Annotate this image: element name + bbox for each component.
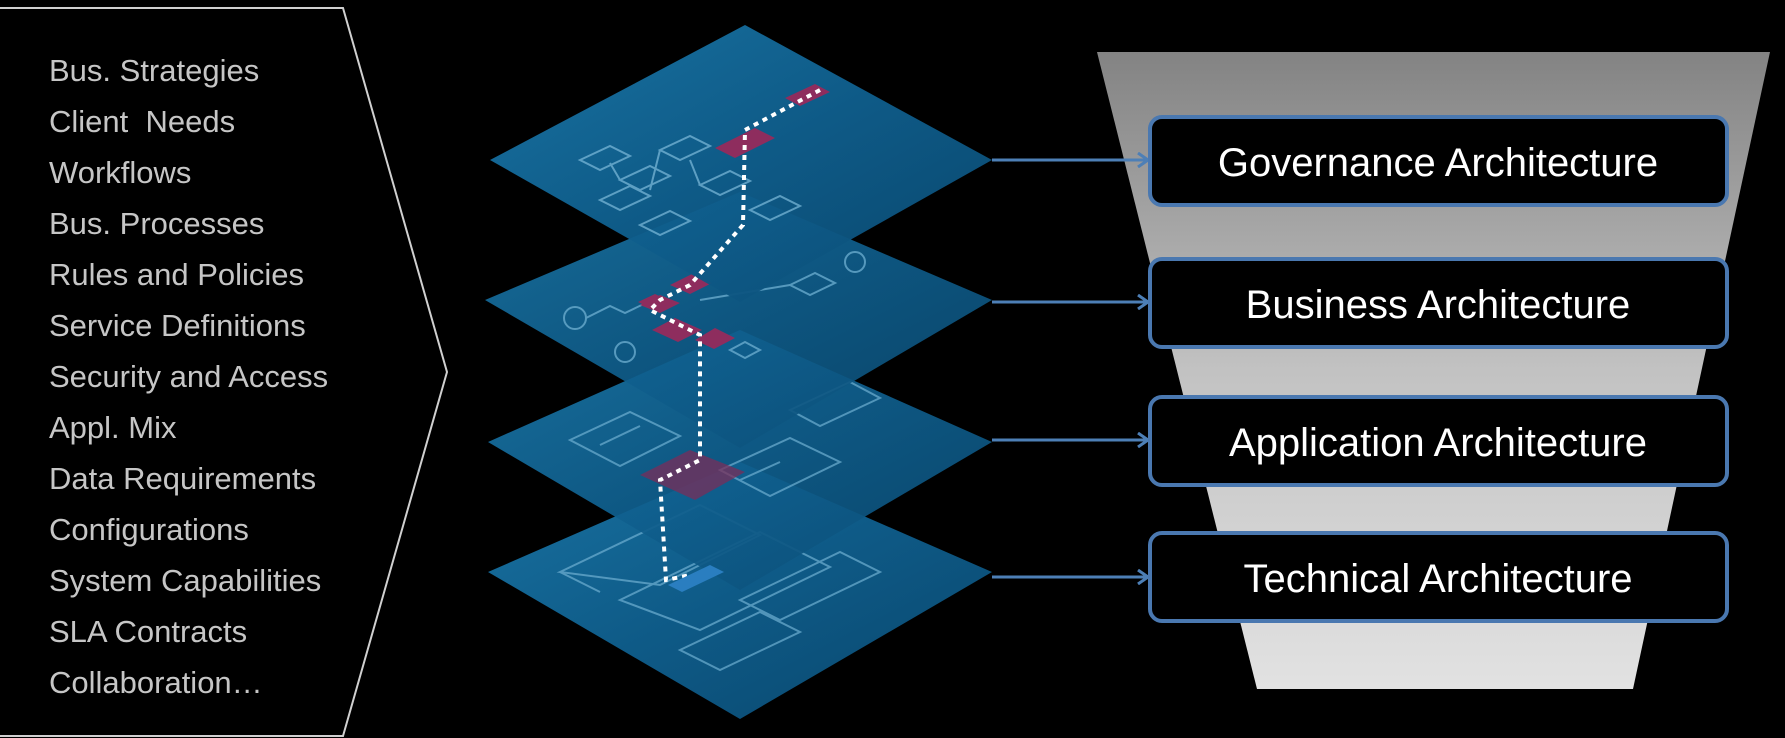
business-highlight-4 [695,328,735,349]
funnel-shape [1097,52,1770,689]
input-list-item: Appl. Mix [49,410,177,445]
application-architecture-box: Application Architecture [1148,395,1729,487]
application-architecture-label: Application Architecture [1229,421,1647,465]
input-list-item: Bus. Strategies [49,53,259,88]
business-architecture-box: Business Architecture [1148,257,1729,349]
input-list-item: Workflows [49,155,191,190]
governance-layer-plane [490,25,992,302]
technical-architecture-box: Technical Architecture [1148,531,1729,623]
input-list-item: Service Definitions [49,308,306,343]
input-list-item: Client Needs [49,104,235,139]
governance-highlight-1 [715,128,775,158]
governance-architecture-label: Governance Architecture [1218,141,1658,185]
business-highlight-3 [652,318,702,342]
input-list-item: Bus. Processes [49,206,264,241]
input-list-item: Configurations [49,512,249,547]
input-list-item: Data Requirements [49,461,316,496]
governance-architecture-box: Governance Architecture [1148,115,1729,207]
technical-architecture-label: Technical Architecture [1243,557,1632,601]
technical-highlight [668,565,724,592]
connector-arrows [992,160,1148,577]
business-highlight-2 [638,294,672,310]
layer-stack [485,25,992,719]
chevron-outline [0,7,449,737]
application-highlight [640,450,745,500]
input-list-item: Collaboration… [49,665,263,700]
input-list-item: System Capabilities [49,563,321,598]
architecture-boxes: Governance Architecture Business Archite… [1148,115,1729,623]
input-list-item: Rules and Policies [49,257,304,292]
input-list-item: SLA Contracts [49,614,247,649]
input-list-item: Security and Access [49,359,328,394]
business-architecture-label: Business Architecture [1246,283,1631,327]
